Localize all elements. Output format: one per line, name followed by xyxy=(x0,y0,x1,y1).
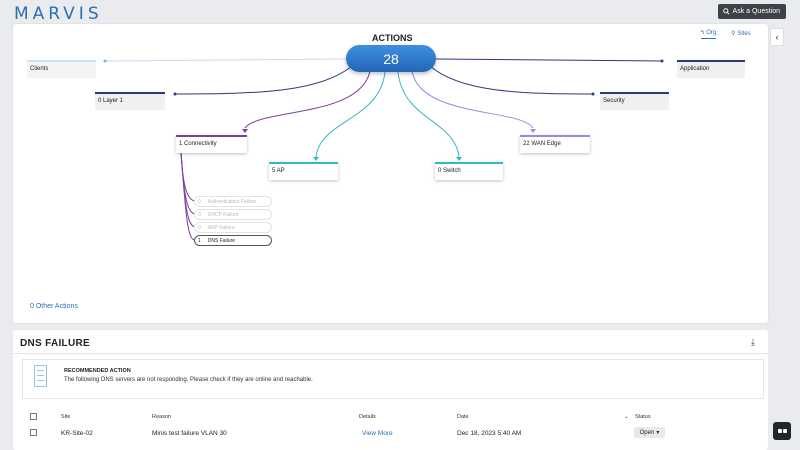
line-sub-3 xyxy=(180,151,196,228)
sub-label: ARP Failure xyxy=(207,224,235,231)
col-details[interactable]: Details xyxy=(359,414,376,420)
line-wan xyxy=(411,70,534,129)
node-application[interactable]: Application xyxy=(677,60,745,78)
node-clients[interactable]: Clients xyxy=(27,60,96,78)
chat-assistant-button[interactable] xyxy=(773,422,791,440)
dot-application xyxy=(660,59,664,63)
line-sub-4 xyxy=(180,151,196,241)
line-layer1 xyxy=(174,65,353,95)
arrow-connectivity xyxy=(242,129,248,133)
line-application xyxy=(435,58,663,62)
search-icon xyxy=(722,8,730,15)
line-ap xyxy=(315,71,386,158)
sub-label: DNS Failure xyxy=(207,237,236,244)
chat-icon-eye-left xyxy=(777,429,782,433)
toggle-org-label: Org xyxy=(706,30,717,36)
node-connectivity[interactable]: 1 Connectivity xyxy=(176,135,247,153)
view-more-link[interactable]: View More xyxy=(362,430,393,437)
dns-divider xyxy=(13,353,768,354)
node-ap[interactable]: 5 AP xyxy=(269,162,338,180)
sub-label: DHCP Failure xyxy=(207,211,239,218)
dot-clients xyxy=(103,59,107,63)
caret-down-icon: ▾ xyxy=(656,430,660,436)
marvis-logo: MARVIS xyxy=(14,4,103,24)
recommended-action-text: The following DNS servers are not respon… xyxy=(64,377,313,383)
arrow-ap xyxy=(313,157,319,161)
row-date: Dec 18, 2023 5:40 AM xyxy=(457,430,522,437)
col-site[interactable]: Site xyxy=(61,414,71,420)
node-switch[interactable]: 0 Switch xyxy=(435,162,503,180)
line-switch xyxy=(397,71,460,158)
other-actions-link[interactable]: 0 Other Actions xyxy=(30,303,78,310)
actions-total-pill[interactable]: 28 xyxy=(346,45,436,72)
row-checkbox[interactable] xyxy=(30,429,37,436)
row-reason: Minis test failure VLAN 30 xyxy=(152,430,227,437)
sub-arp-failure[interactable]: 0 ARP Failure xyxy=(194,222,272,233)
actions-title: ACTIONS xyxy=(372,33,413,43)
download-icon[interactable]: ⤓ xyxy=(751,337,755,347)
status-dropdown[interactable]: Open ▾ xyxy=(634,427,665,438)
collapse-panel-button[interactable]: ‹ xyxy=(770,28,784,46)
top-header: MARVIS Ask a Question xyxy=(0,0,800,24)
sub-auth-failure[interactable]: 0 Authentication Failure xyxy=(194,196,272,207)
chevron-left-icon: ‹ xyxy=(775,32,779,42)
node-security[interactable]: Security xyxy=(600,92,669,110)
col-status[interactable]: Status xyxy=(635,414,651,420)
sub-count: 1 xyxy=(198,237,201,244)
sites-icon: ⚲ xyxy=(731,31,736,37)
actions-panel xyxy=(13,24,768,323)
node-wan-edge[interactable]: 22 WAN Edge xyxy=(520,135,590,153)
arrow-switch xyxy=(456,157,462,161)
sub-dhcp-failure[interactable]: 0 DHCP Failure xyxy=(194,209,272,220)
ask-question-label: Ask a Question xyxy=(732,8,780,15)
row-site: KR-Site-02 xyxy=(61,430,93,437)
line-clients xyxy=(104,58,347,62)
sub-count: 0 xyxy=(198,198,201,205)
col-date[interactable]: Date xyxy=(457,414,469,420)
view-toggle-sites[interactable]: ⚲ Sites xyxy=(731,30,751,38)
toggle-sites-label: Sites xyxy=(737,30,751,37)
sub-dns-failure[interactable]: 1 DNS Failure xyxy=(194,235,272,246)
recommended-action-title: RECOMMENDED ACTION xyxy=(64,368,131,374)
arrow-wan xyxy=(530,129,536,133)
line-security xyxy=(429,65,594,95)
col-reason[interactable]: Reason xyxy=(152,414,171,420)
dot-security xyxy=(591,92,595,96)
sub-label: Authentication Failure xyxy=(207,198,257,205)
ask-question-button[interactable]: Ask a Question xyxy=(717,4,786,19)
recommended-action-box xyxy=(22,359,764,399)
view-toggle-org[interactable]: ϟ Org xyxy=(701,30,717,39)
dns-failure-title: DNS FAILURE xyxy=(20,338,90,349)
select-all-checkbox[interactable] xyxy=(30,413,37,420)
server-icon xyxy=(34,365,47,387)
line-connectivity xyxy=(244,70,371,129)
chat-icon-eye-right xyxy=(782,429,787,433)
sub-count: 0 xyxy=(198,211,201,218)
dot-layer1 xyxy=(173,92,177,96)
sort-icon[interactable]: ⌄ xyxy=(624,414,629,420)
status-value: Open xyxy=(639,429,655,436)
node-layer1[interactable]: 0 Layer 1 xyxy=(95,92,165,110)
sub-count: 0 xyxy=(198,224,201,231)
org-icon: ϟ xyxy=(701,30,705,36)
